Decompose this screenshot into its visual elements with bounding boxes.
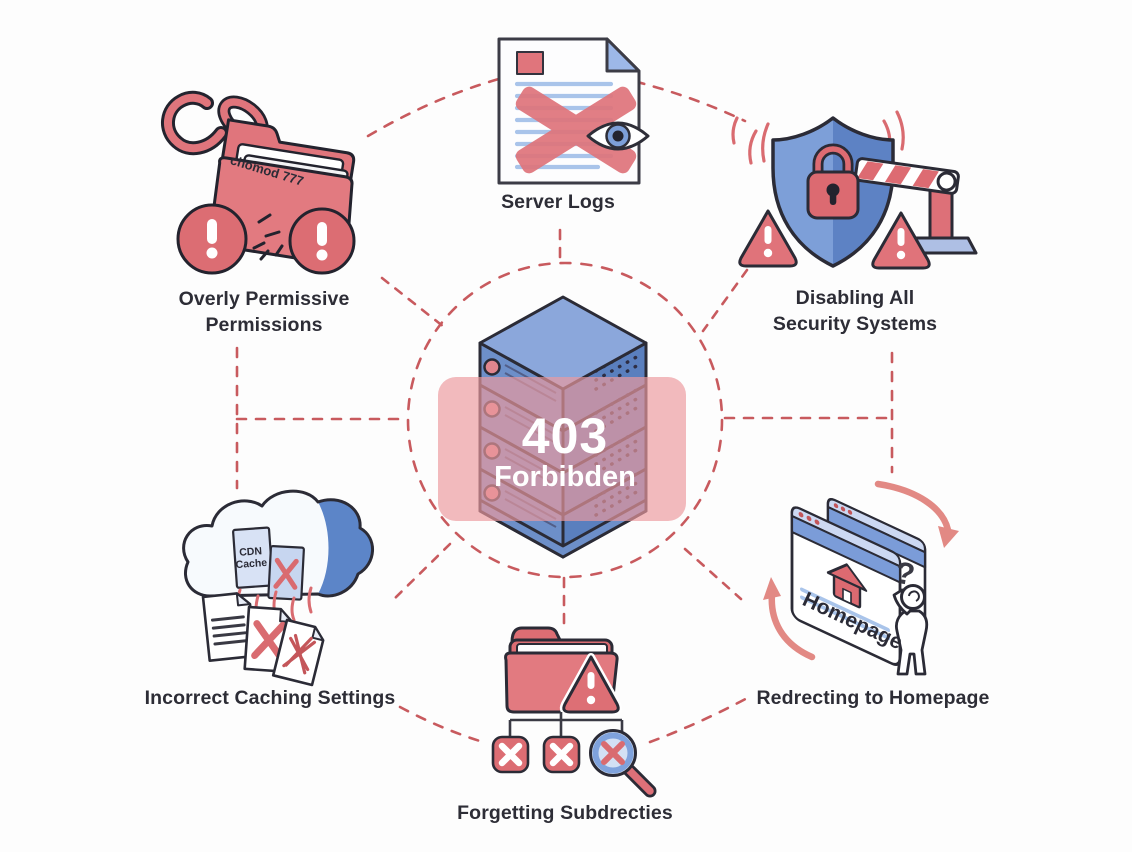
magnifier-icon	[589, 729, 657, 798]
dashed-circle	[406, 261, 724, 579]
connector-line	[701, 268, 749, 333]
curved-arrow-icon	[763, 577, 816, 661]
server-logs-label: Server Logs	[501, 191, 615, 213]
person-icon	[892, 584, 929, 676]
spark-dashes	[252, 213, 284, 261]
subfolder-icon	[504, 626, 623, 716]
folder-icon	[208, 118, 356, 267]
error-code: 403	[521, 408, 609, 464]
curved-arrow-icon	[874, 480, 959, 548]
connector-line	[366, 75, 508, 138]
pink-overlay	[438, 377, 686, 521]
connector-line	[615, 75, 747, 123]
file-scribble-icon	[271, 618, 325, 687]
warning-triangle-icon	[871, 211, 931, 270]
caching-icon-group	[182, 489, 374, 687]
redirect-icon-group	[763, 480, 959, 676]
home-icon	[826, 563, 868, 609]
permissions-label: Overly Permissive Permissions	[178, 288, 350, 337]
subdirectories-label: Forgetting Subdrecties	[457, 802, 673, 824]
browser-window-icon	[790, 506, 902, 667]
x-mark-icon	[515, 86, 637, 174]
warning-circle-icon	[288, 207, 356, 275]
connector-line	[380, 276, 446, 329]
cdn-cache-text: CDN Cache	[235, 545, 268, 572]
alarm-waves	[731, 110, 905, 165]
padlock-icon	[806, 143, 860, 220]
cloud-icon	[182, 489, 374, 601]
redirect-label: Redrecting to Homepage	[756, 687, 990, 709]
eye-icon	[586, 121, 650, 151]
connector-line	[648, 694, 753, 744]
tree-lines	[508, 712, 624, 737]
security-label: Disabling All Security Systems	[772, 287, 938, 336]
x-box-icon	[491, 735, 530, 774]
connector-line	[683, 547, 743, 601]
caching-label: Incorrect Caching Settings	[144, 687, 396, 709]
cached-file-x-icon	[267, 545, 305, 601]
permissions-icon-group	[161, 90, 356, 275]
connector-line	[390, 542, 452, 603]
subdirectories-icon-group	[491, 626, 657, 798]
warning-circle-icon	[176, 203, 248, 275]
x-box-icon	[542, 735, 581, 774]
file-icon	[201, 592, 257, 662]
security-icon-group	[731, 110, 978, 270]
error-status: Forbibden	[494, 461, 636, 493]
connector-lines	[235, 75, 894, 744]
server-logs-icon-group	[497, 37, 650, 185]
connector-line	[398, 705, 485, 744]
warning-triangle-icon	[738, 209, 798, 268]
